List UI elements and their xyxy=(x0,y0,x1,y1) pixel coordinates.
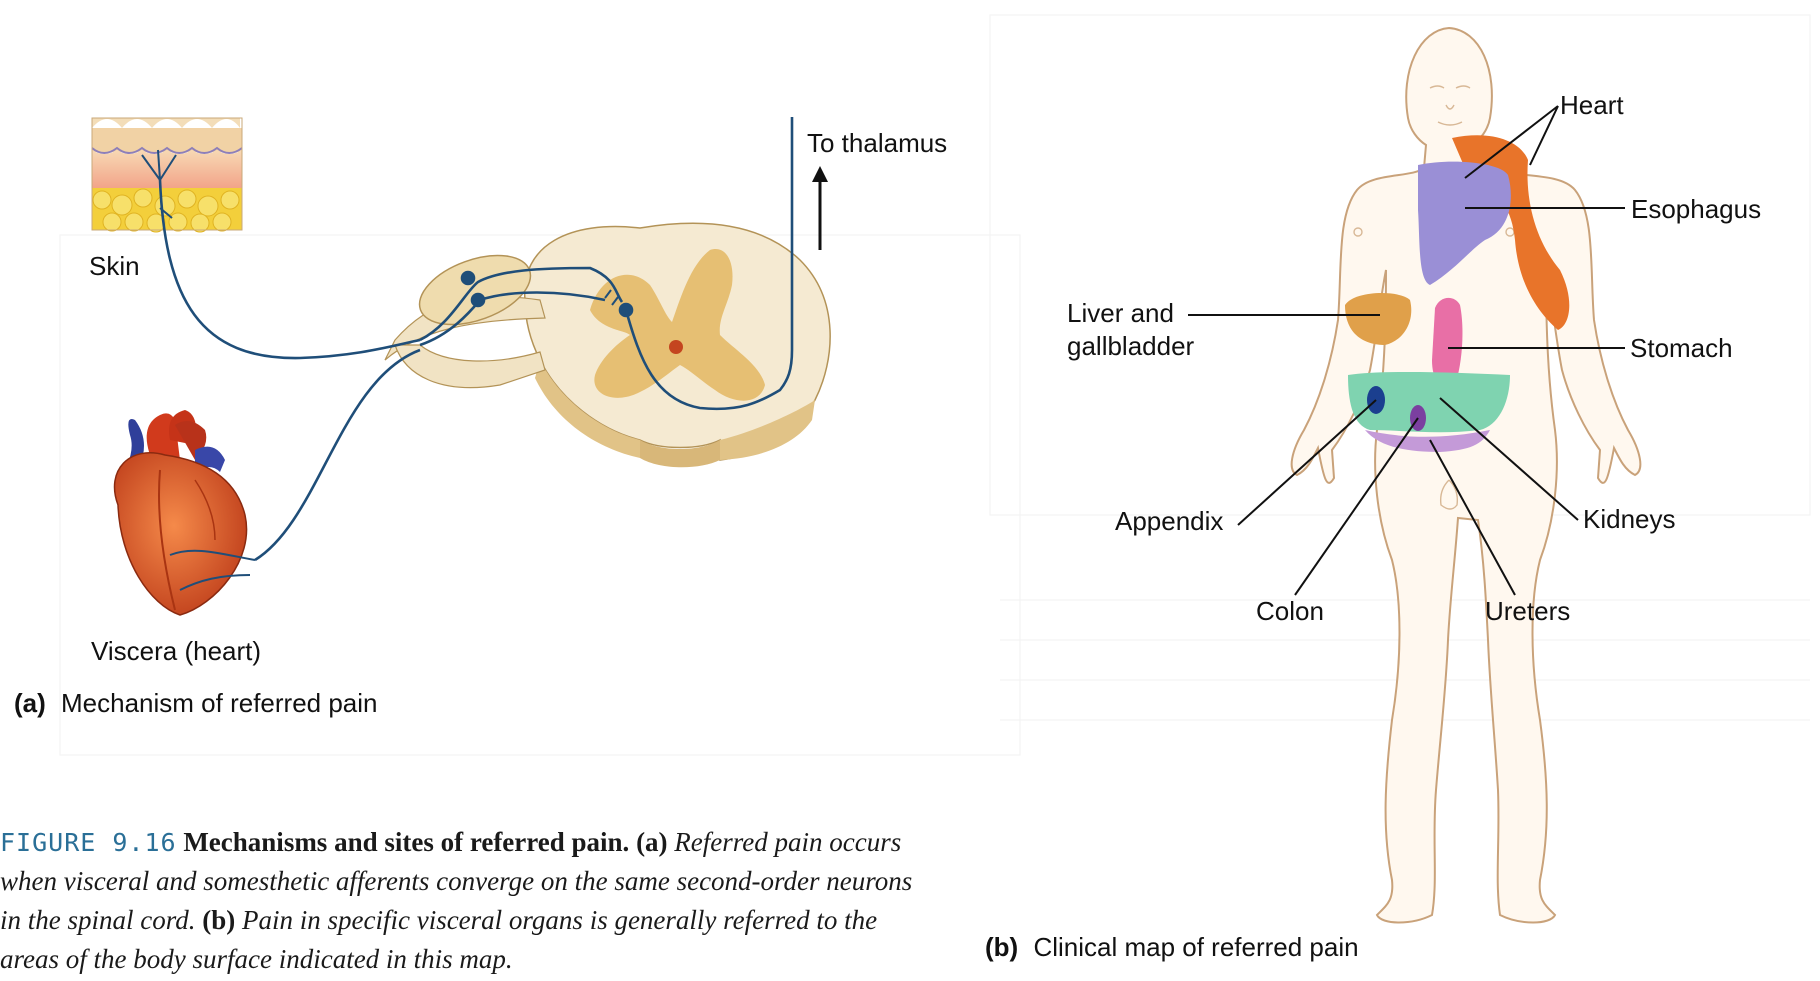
spinal-cord-illustration xyxy=(385,223,830,467)
esophagus-label: Esophagus xyxy=(1631,194,1761,224)
caption-a-letter: (a) xyxy=(636,827,667,857)
liver-label-line2: gallbladder xyxy=(1067,331,1195,361)
figure-caption: FIGURE 9.16 Mechanisms and sites of refe… xyxy=(0,823,930,979)
panel-a: Skin Viscera (heart) To thalamus (a) Mec… xyxy=(14,117,947,718)
appendix-label: Appendix xyxy=(1115,506,1223,536)
caption-b-letter: (b) xyxy=(202,905,235,935)
kidneys-label: Kidneys xyxy=(1583,504,1676,534)
panel-b: Heart Esophagus Liver and gallbladder St… xyxy=(985,28,1761,962)
liver-label-line1: Liver and xyxy=(1067,298,1174,328)
panel-a-caption-text: Mechanism of referred pain xyxy=(61,688,377,718)
heart-illustration xyxy=(115,410,247,615)
visceral-afferent-nerve xyxy=(255,350,420,560)
viscera-label: Viscera (heart) xyxy=(91,636,261,666)
panel-a-caption: (a) Mechanism of referred pain xyxy=(14,688,378,718)
to-thalamus-label: To thalamus xyxy=(807,128,947,158)
panel-b-caption-text: Clinical map of referred pain xyxy=(1033,932,1358,962)
figure-title: Mechanisms and sites of referred pain. xyxy=(183,827,629,857)
heart-label: Heart xyxy=(1560,90,1624,120)
panel-b-letter: (b) xyxy=(985,932,1018,962)
stomach-label: Stomach xyxy=(1630,333,1733,363)
figure-number: FIGURE 9.16 xyxy=(0,828,177,857)
thalamus-arrow xyxy=(812,166,828,250)
skin-label: Skin xyxy=(89,251,140,281)
ureters-label: Ureters xyxy=(1485,596,1570,626)
panel-a-letter: (a) xyxy=(14,688,46,718)
colon-label: Colon xyxy=(1256,596,1324,626)
panel-b-caption: (b) Clinical map of referred pain xyxy=(985,932,1359,962)
